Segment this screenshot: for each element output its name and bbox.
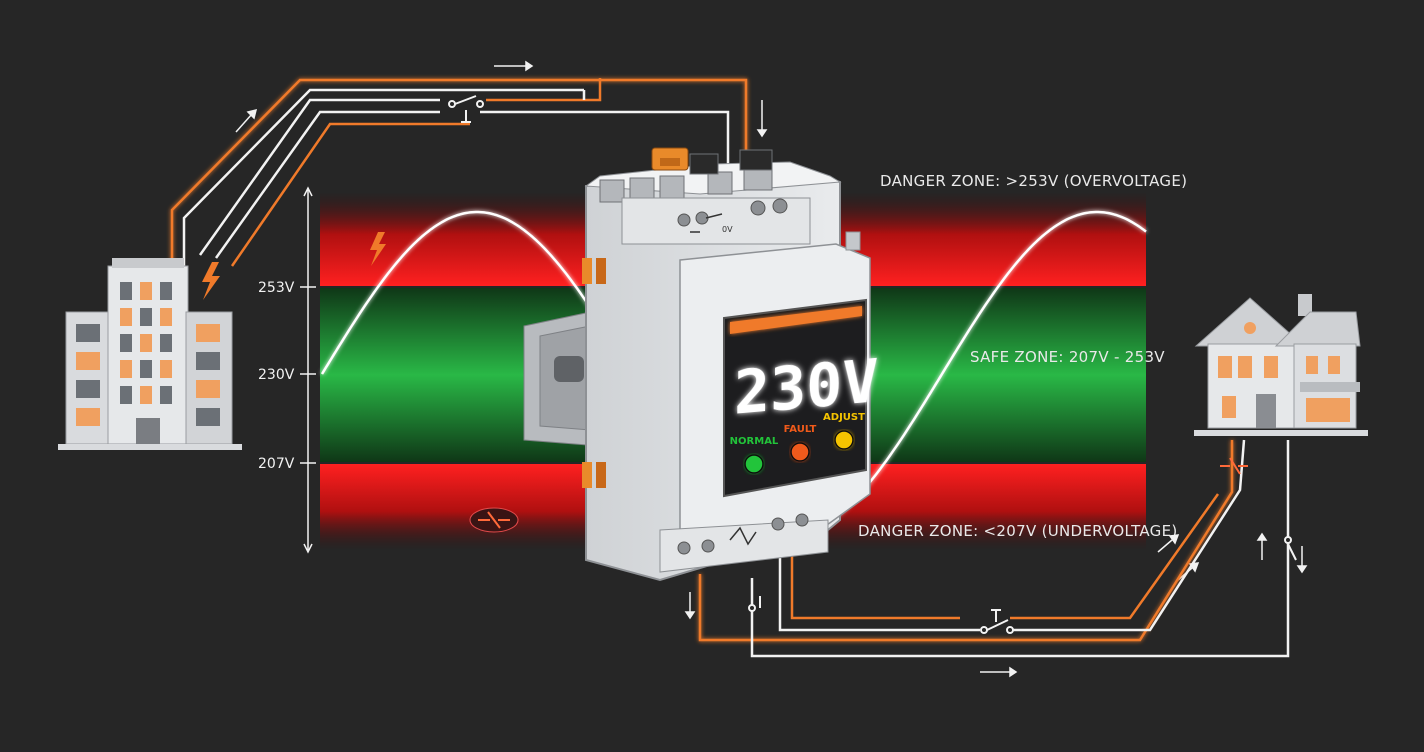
- building-window: [120, 282, 132, 300]
- top-terminals: [599, 167, 773, 203]
- overvoltage-label: DANGER ZONE: >253V (OVERVOLTAGE): [880, 172, 1187, 190]
- building-window: [120, 386, 132, 404]
- supply-switch-icon: [448, 95, 484, 123]
- voltage-protector-device: 0V 230V NORMAL FAULT ADJUST: [582, 147, 878, 582]
- din-rail-icon: [523, 309, 601, 447]
- led-fault: [790, 442, 810, 462]
- building-window: [196, 324, 220, 342]
- building-window: [196, 408, 220, 426]
- building-window: [120, 308, 132, 326]
- building-window: [76, 324, 100, 342]
- building-window: [196, 352, 220, 370]
- led-normal: [744, 454, 764, 474]
- lower-screw-row: [659, 513, 829, 573]
- supply-wires: [170, 78, 748, 268]
- load-wires: [698, 439, 1290, 658]
- building-window: [160, 308, 172, 326]
- axis-label-253: 253V: [258, 280, 295, 296]
- building-window: [160, 360, 172, 378]
- house-icon: [1194, 294, 1368, 436]
- load-switch-icon: [748, 536, 1297, 634]
- display-panel: 230V NORMAL FAULT ADJUST: [723, 298, 878, 498]
- building-window: [140, 386, 152, 404]
- building-window: [140, 360, 152, 378]
- building-window: [140, 282, 152, 300]
- voltage-axis: [300, 186, 316, 554]
- building-window: [76, 380, 100, 398]
- building-window: [140, 334, 152, 352]
- building-window: [76, 352, 100, 370]
- upper-screw-row: 0V: [621, 197, 811, 245]
- building-window: [140, 308, 152, 326]
- building-window: [120, 360, 132, 378]
- undervoltage-label: DANGER ZONE: <207V (UNDERVOLTAGE): [858, 522, 1178, 540]
- axis-label-230: 230V: [258, 367, 295, 383]
- led-label-adjust: ADJUST: [823, 412, 865, 423]
- safe-zone-label: SAFE ZONE: 207V - 253V: [970, 348, 1165, 366]
- building-window: [160, 386, 172, 404]
- building-window: [76, 408, 100, 426]
- utility-building-icon: [58, 258, 242, 450]
- building-window: [120, 334, 132, 352]
- broken-wire-icon: [469, 507, 519, 533]
- axis-label-207: 207V: [258, 456, 295, 472]
- led-adjust: [834, 430, 854, 450]
- building-window: [196, 380, 220, 398]
- led-label-normal: NORMAL: [730, 436, 779, 447]
- led-label-fault: FAULT: [784, 424, 817, 435]
- building-window: [160, 282, 172, 300]
- lightning-bolt-icon: [202, 262, 220, 300]
- lightning-bolt-icon: [370, 232, 386, 266]
- terminal-label: 0V: [722, 225, 733, 234]
- building-window: [160, 334, 172, 352]
- house-broken-wire-icon: [1220, 457, 1248, 475]
- voltage-readout: 230V: [734, 346, 878, 429]
